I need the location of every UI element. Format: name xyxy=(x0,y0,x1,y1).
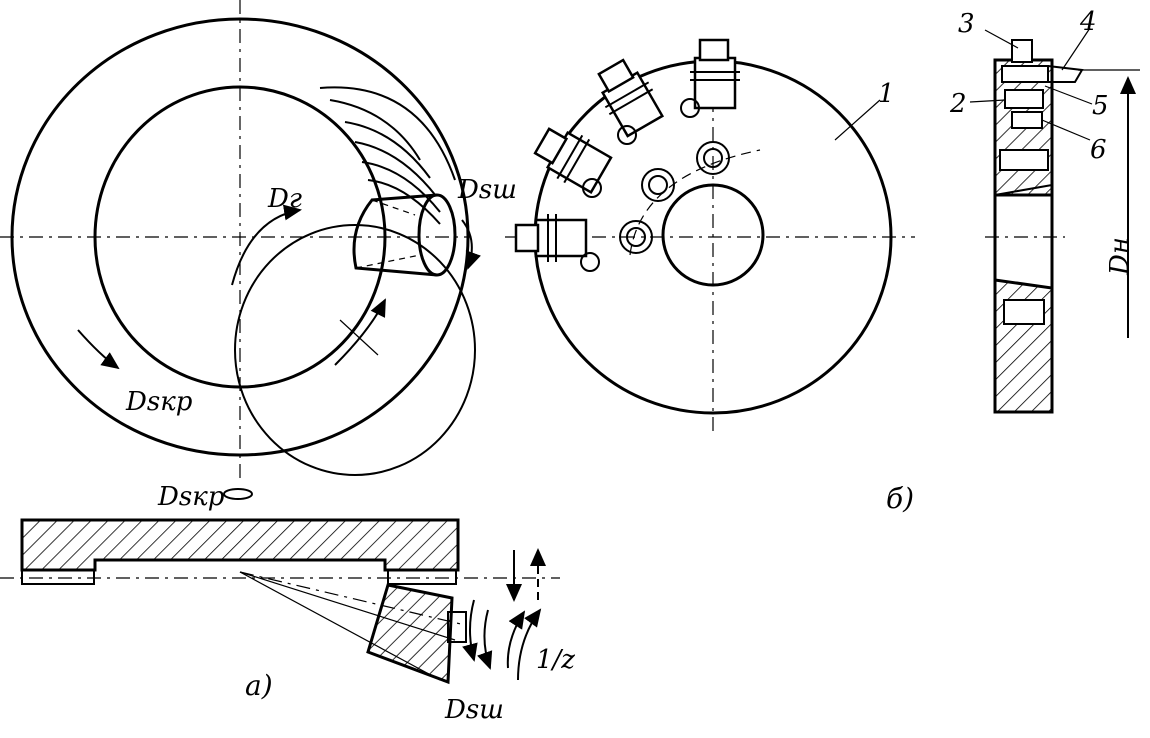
grinding-wheel-circle xyxy=(234,224,476,476)
part-label-2: 2 xyxy=(949,89,967,119)
label-dn: Dн xyxy=(1105,237,1135,276)
label-dg: Dг xyxy=(267,184,302,214)
view-a-section: Dsкр 1/z Dsш а) xyxy=(0,482,575,725)
section-plate-lip-left xyxy=(21,569,95,585)
rotation-arrow-dg xyxy=(231,204,302,286)
label-inv-z: 1/z xyxy=(536,645,575,675)
side-blade-tip xyxy=(1047,65,1084,83)
leader-part-1 xyxy=(834,99,881,141)
disk-pitch-arc xyxy=(629,149,761,256)
side-pin-seat xyxy=(1011,111,1043,129)
section-plate xyxy=(20,518,460,572)
disk-bolt-holes xyxy=(619,141,730,254)
blade-clamp-2 xyxy=(597,58,665,138)
clamp-2-hole xyxy=(617,125,637,145)
side-slot-lower xyxy=(1003,299,1045,325)
axis-rotation-symbol xyxy=(223,488,253,500)
clamp-3-hole xyxy=(582,178,602,198)
rotation-arrow-dsw xyxy=(461,219,481,270)
section-cutter xyxy=(366,583,454,685)
disk-center-bore xyxy=(661,183,765,287)
label-dsw-top: Dsш xyxy=(457,175,517,205)
view-b-disk: 1 б) xyxy=(505,38,915,515)
label-fig-b: б) xyxy=(886,482,914,515)
part-label-5: 5 xyxy=(1092,91,1109,121)
part-label-6: 6 xyxy=(1090,135,1107,165)
blade-clamp-4 xyxy=(514,214,600,272)
side-screw-head xyxy=(1011,39,1033,63)
conical-tool xyxy=(352,193,457,277)
blade-clamp-3 xyxy=(533,127,613,195)
gear-tooth-arcs xyxy=(319,86,456,225)
side-slot-upper xyxy=(999,149,1049,171)
part-label-4: 4 xyxy=(1079,7,1097,37)
rotation-arrow-dskr xyxy=(77,329,120,370)
view-b-section: Dн 3 4 2 5 6 xyxy=(949,7,1140,414)
ring-outer-circle xyxy=(10,17,470,457)
section-plate-lip-right xyxy=(387,569,457,585)
side-blade-holder xyxy=(1001,65,1049,83)
label-dskr-ring: Dsкр xyxy=(125,387,193,417)
wheel-tick-mark xyxy=(339,319,379,356)
label-dsw-bottom: Dsш xyxy=(444,695,504,725)
part-label-1: 1 xyxy=(878,79,895,109)
part-label-3: 3 xyxy=(958,9,975,39)
feed-arrow-wheel xyxy=(334,298,386,366)
label-fig-a: а) xyxy=(245,669,273,702)
blade-clamp-1 xyxy=(680,38,740,118)
side-spring-seat xyxy=(1004,89,1044,109)
view-a-ring: Dг Dsш Dsкр xyxy=(0,0,517,480)
label-dskr-axis: Dsкр xyxy=(157,482,225,512)
section-cutter-shaft xyxy=(447,611,467,643)
